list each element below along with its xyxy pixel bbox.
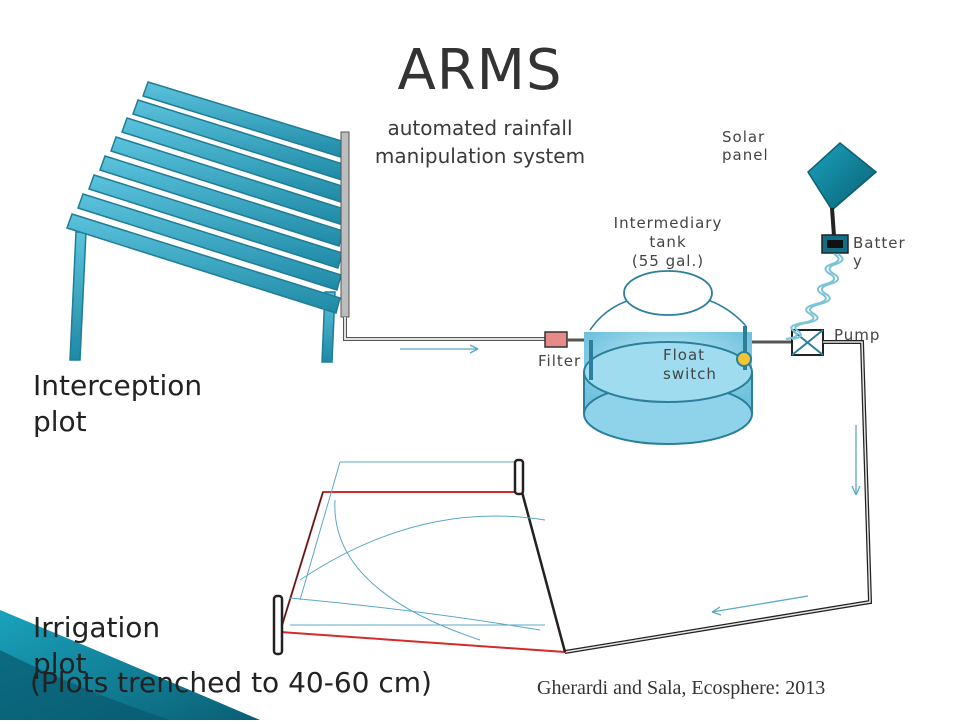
filter (544, 331, 585, 348)
float-switch-label-line-1: Float (663, 346, 706, 364)
tank-label-line-1: Intermediary (613, 214, 723, 232)
intermediary-tank (583, 270, 753, 445)
solar-panel-label-line-1: Solar (722, 128, 766, 146)
filter-label: Filter (538, 352, 582, 370)
subtitle-line-2: manipulation system (374, 144, 586, 168)
interception-plot-label: Interception plot (33, 368, 202, 440)
solar-panel (807, 142, 878, 237)
pipe-to-irrigation (564, 340, 873, 654)
flow-arrow-left (711, 595, 809, 616)
subtitle-line-1: automated rainfall (387, 116, 573, 140)
interception-label-line-2: plot (33, 405, 87, 438)
float-switch (736, 351, 752, 367)
battery-label: Batter y (853, 234, 906, 270)
battery-label-line-2: y (853, 252, 863, 270)
trench-note: (Plots trenched to 40-60 cm) (30, 666, 432, 699)
solar-panel-label: Solar panel (722, 128, 769, 164)
battery-wire (785, 253, 844, 340)
tank-label-line-2: tank (649, 233, 687, 251)
interception-label-line-1: Interception (33, 369, 203, 402)
slide-title: ARMS (397, 38, 563, 103)
flow-arrow-down (851, 425, 861, 496)
battery-label-line-1: Batter (853, 234, 906, 252)
corner-swoosh (0, 610, 260, 720)
irrigation-label-line-2: plot (33, 647, 87, 680)
flow-arrow-right (400, 344, 479, 354)
float-switch-label: Float switch (663, 346, 717, 384)
tank-label-line-3: (55 gal.) (631, 252, 705, 270)
slide-subtitle: automated rainfall manipulation system (340, 114, 620, 170)
pipe-to-filter (343, 317, 545, 341)
solar-panel-label-line-2: panel (722, 146, 769, 164)
battery (821, 234, 849, 254)
shelter-slats (66, 81, 349, 314)
irrigation-plot (272, 458, 567, 656)
pump-label: Pump (834, 326, 881, 344)
citation: Gherardi and Sala, Ecosphere: 2013 (537, 677, 826, 699)
irrigation-label-line-1: Irrigation (33, 611, 161, 644)
intermediary-tank-label: Intermediary tank (55 gal.) (598, 214, 738, 271)
float-switch-label-line-2: switch (663, 365, 717, 383)
irrigation-plot-label: Irrigation plot (33, 610, 160, 682)
